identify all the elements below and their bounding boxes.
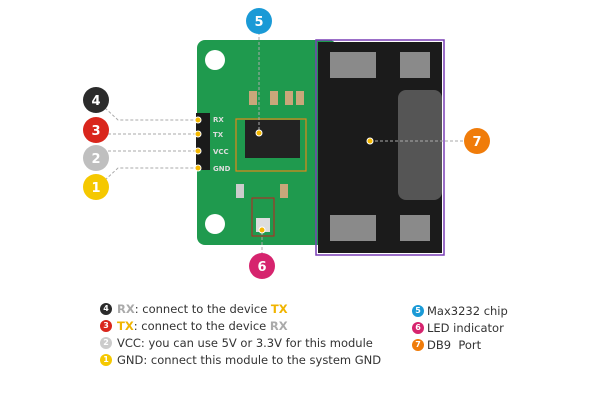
callout-5: 5	[254, 15, 263, 30]
pin-label-vcc: VCC	[213, 148, 229, 156]
callout-4: 4	[91, 94, 100, 109]
leader-lines	[104, 32, 464, 254]
mount-hole	[205, 214, 225, 234]
mount-hole	[205, 50, 225, 70]
chip-highlight-box	[235, 118, 307, 172]
pin-header	[196, 113, 210, 170]
callout-2: 2	[91, 152, 100, 167]
callout-6: 6	[257, 260, 266, 275]
led-highlight-box	[251, 197, 275, 237]
pin-label-tx: TX	[213, 131, 224, 139]
callout-1: 1	[91, 181, 100, 196]
callout-3: 3	[91, 124, 100, 139]
max3232-chip	[245, 120, 300, 158]
db9-highlight-box	[315, 39, 445, 256]
pin-label-rx: RX	[213, 116, 224, 124]
pin-label-gnd: GND	[213, 165, 231, 173]
callout-7: 7	[472, 135, 481, 150]
